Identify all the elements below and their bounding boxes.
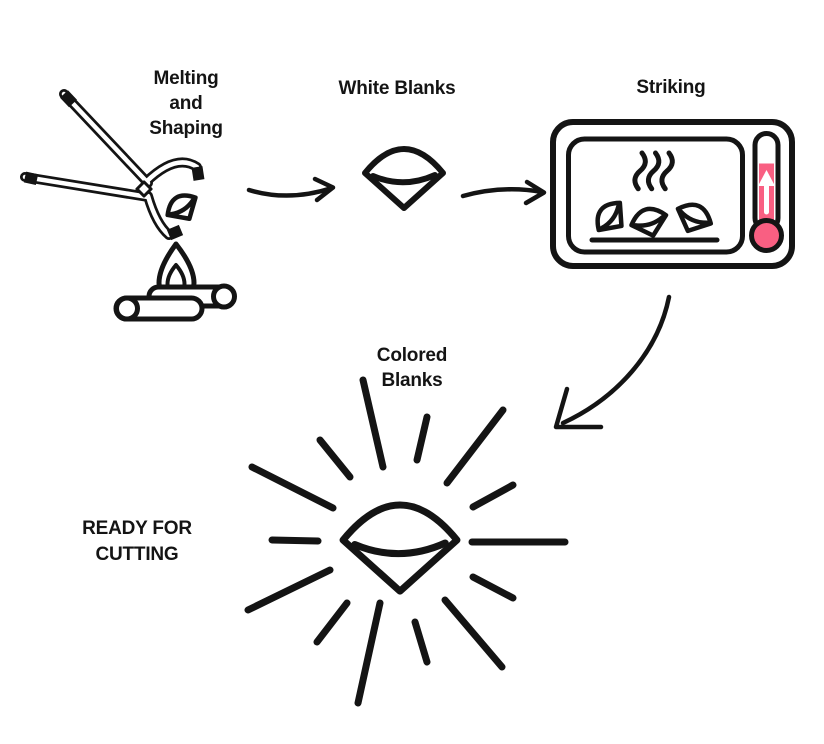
tongs-pivot <box>135 180 153 198</box>
arrow-right-icon <box>460 179 547 206</box>
tongs-icon <box>20 89 205 241</box>
step-label-melting-and-shaping: Melting and Shaping <box>149 68 223 139</box>
arrow-right-icon <box>246 176 336 203</box>
arrow-curved-down-icon <box>553 294 672 430</box>
gem-blank-icon <box>343 505 457 591</box>
gem-blank-icon <box>161 188 205 229</box>
result-label-ready-for-cutting: READY FOR CUTTING <box>82 518 192 565</box>
thermometer-icon <box>749 131 784 253</box>
sunburst-rays-icon <box>244 376 569 707</box>
thermometer-bulb <box>749 218 784 253</box>
campfire-icon <box>113 241 237 322</box>
step-label-white-blanks: White Blanks <box>338 78 456 99</box>
step-label-colored-blanks: Colored Blanks <box>376 345 448 391</box>
gem-blank-icon <box>365 149 443 208</box>
steam-icon <box>632 150 675 192</box>
step-label-striking: Striking <box>636 77 706 98</box>
kiln-icon <box>550 119 795 269</box>
